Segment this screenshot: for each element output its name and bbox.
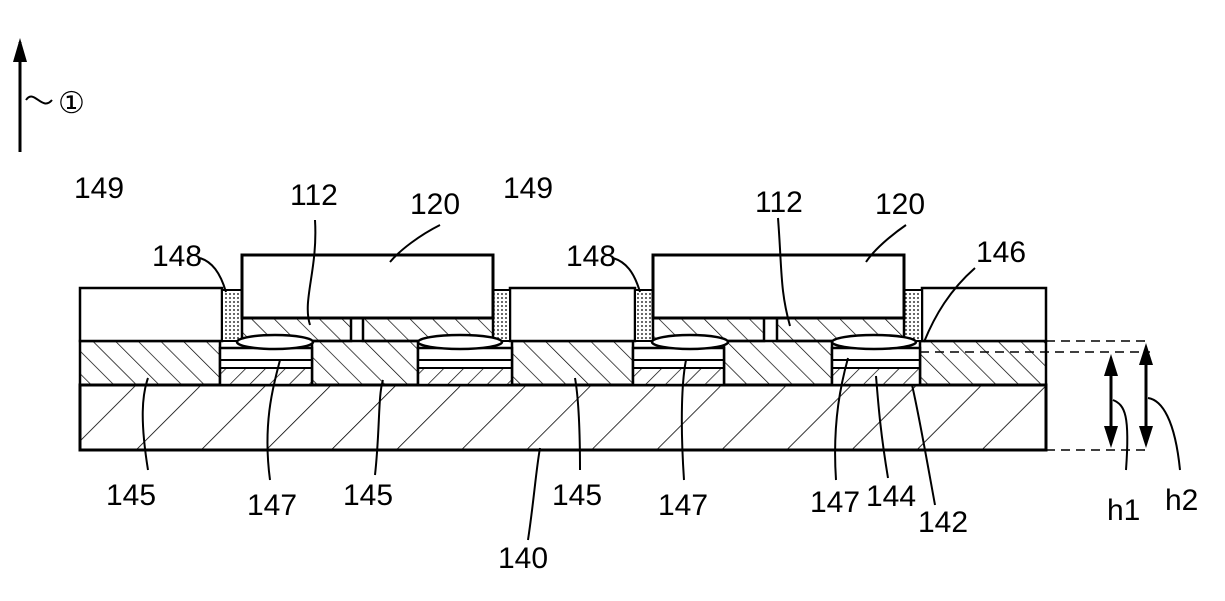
label-112-right: 112 xyxy=(755,186,803,219)
label-140: 140 xyxy=(498,542,548,575)
chip-right xyxy=(653,255,904,341)
label-h2: h2 xyxy=(1165,484,1198,517)
substrate-140 xyxy=(80,385,1046,450)
label-147-3: 147 xyxy=(810,486,860,519)
label-145-2: 145 xyxy=(343,479,393,512)
label-145-3: 145 xyxy=(552,479,602,512)
label-147-1: 147 xyxy=(247,489,297,522)
label-120-left: 120 xyxy=(410,188,460,221)
direction-arrow: ① xyxy=(13,38,85,152)
direction-marker-label: ① xyxy=(58,87,85,120)
chip-left xyxy=(242,255,493,341)
dimension-h1 xyxy=(1104,354,1127,470)
label-142: 142 xyxy=(918,506,968,539)
label-147-2: 147 xyxy=(658,489,708,522)
label-146: 146 xyxy=(976,236,1026,269)
label-112-left: 112 xyxy=(290,179,338,212)
label-149-mid: 149 xyxy=(503,172,553,205)
label-148-left: 148 xyxy=(152,240,202,273)
label-120-right: 120 xyxy=(875,188,925,221)
label-148-right: 148 xyxy=(566,240,616,273)
dimension-h2 xyxy=(1139,343,1180,470)
label-149-left: 149 xyxy=(74,172,124,205)
label-h1: h1 xyxy=(1107,494,1140,527)
label-145-1: 145 xyxy=(106,479,156,512)
label-144: 144 xyxy=(866,480,916,513)
